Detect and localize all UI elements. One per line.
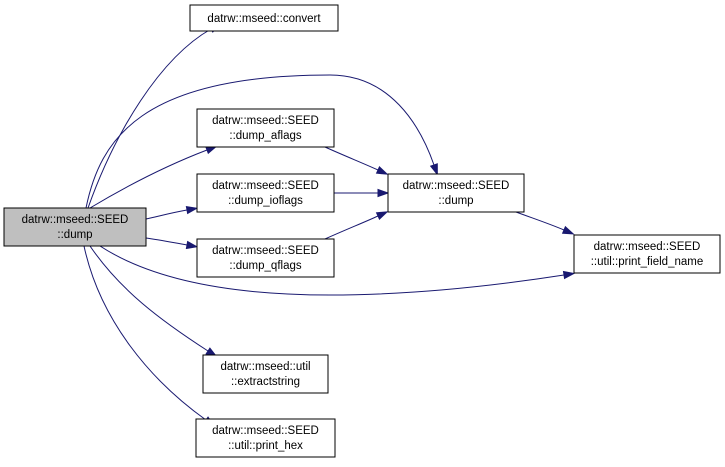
node-label-line1: datrw::mseed::util [220, 361, 310, 373]
node-label-line2: ::dump [438, 195, 473, 207]
node-label-line1: datrw::mseed::SEED [212, 180, 319, 192]
arrowhead [562, 270, 576, 280]
node-box [202, 354, 329, 394]
edge-root-to-print_hex [83, 245, 216, 427]
edge-root-to-print_field_name [99, 245, 576, 296]
node-label-line1: datrw::mseed::SEED [212, 115, 319, 127]
edge-dump_aflags-to-dump2 [324, 146, 389, 175]
arrowhead [185, 240, 199, 250]
node-print-hex[interactable]: datrw::mseed::SEED::util::print_hex [195, 418, 336, 458]
arrowhead [375, 165, 389, 175]
edge-root-to-dump_ioflags [145, 205, 199, 220]
node-box [189, 4, 339, 32]
node-dump-aflags[interactable]: datrw::mseed::SEED::dump_aflags [196, 108, 335, 148]
node-label-line1: datrw::mseed::SEED [22, 214, 129, 226]
node-label-line1: datrw::mseed::SEED [212, 425, 319, 437]
node-label-line2: ::util::print_field_name [591, 256, 704, 268]
node-label: datrw::mseed::convert [207, 13, 321, 25]
node-dump2[interactable]: datrw::mseed::SEED::dump [387, 173, 525, 213]
node-convert[interactable]: datrw::mseed::convert [189, 4, 339, 32]
node-label-line1: datrw::mseed::SEED [212, 245, 319, 257]
node-dump-ioflags[interactable]: datrw::mseed::SEED::dump_ioflags [196, 173, 335, 213]
node-root[interactable]: datrw::mseed::SEED::dump [3, 207, 147, 247]
node-label-line1: datrw::mseed::SEED [403, 180, 510, 192]
node-box [387, 173, 525, 213]
node-print-field-name[interactable]: datrw::mseed::SEED::util::print_field_na… [573, 234, 721, 274]
nodes: datrw::mseed::SEED::dump datrw::mseed::co… [3, 4, 721, 458]
node-label-line2: ::dump_ioflags [228, 195, 303, 207]
arrowhead [429, 163, 438, 176]
edge-root-to-dump_aflags [89, 145, 218, 209]
node-label-line2: ::dump_qflags [229, 260, 301, 272]
node-box [196, 108, 335, 148]
edges [83, 23, 576, 427]
node-box [573, 234, 721, 274]
edge-root-to-dump_qflags [145, 237, 199, 250]
node-box [196, 173, 335, 213]
node-label-line2: ::extractstring [231, 376, 300, 388]
node-extractstring[interactable]: datrw::mseed::util::extractstring [202, 354, 329, 394]
node-label-line2: ::dump [57, 229, 92, 241]
node-dump-qflags[interactable]: datrw::mseed::SEED::dump_qflags [196, 238, 335, 278]
node-label-line1: datrw::mseed::SEED [594, 241, 701, 253]
arrowhead [185, 205, 199, 215]
node-label-line2: ::dump_aflags [229, 130, 301, 142]
edge-dump_qflags-to-dump2 [324, 211, 389, 240]
node-box [3, 207, 147, 247]
edge-dump_ioflags-to-dump2 [334, 188, 390, 198]
node-box [196, 238, 335, 278]
edge-dump2-to-print_field_name [515, 211, 575, 235]
node-label-line2: ::util::print_hex [228, 440, 303, 452]
arrowhead [377, 188, 390, 198]
arrowhead [375, 211, 389, 221]
arrowhead [561, 225, 575, 235]
edge-root-to-dump2 [85, 74, 438, 209]
node-box [195, 418, 336, 458]
